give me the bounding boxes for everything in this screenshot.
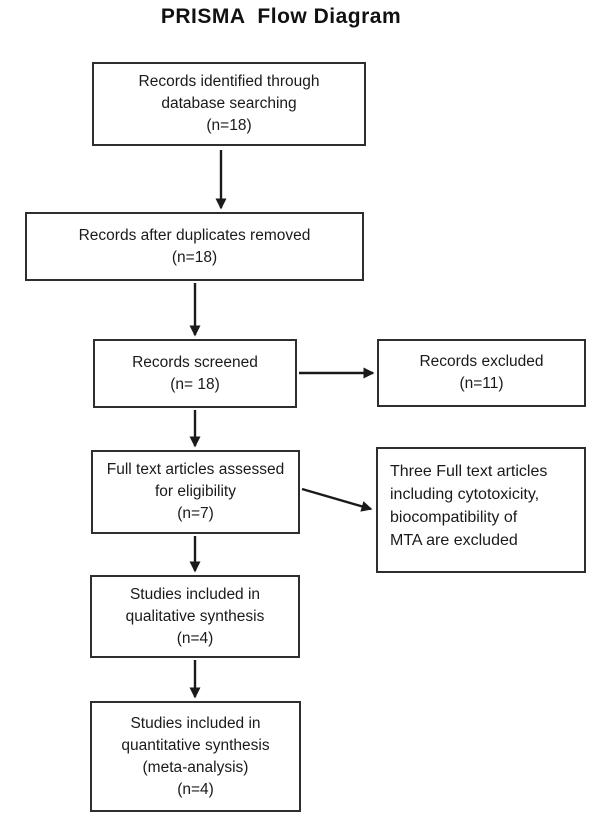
box-line: (n=18)	[171, 248, 218, 266]
box-line: Three Full text articles	[390, 463, 548, 480]
box-line: (n=18)	[206, 117, 252, 134]
box-line: quantitative synthesis	[121, 736, 270, 754]
box-line: Records identified through	[138, 73, 320, 90]
box-line: Records excluded	[419, 353, 544, 370]
box-records-excluded: Records excluded (n=11)	[377, 339, 586, 407]
box-line: (n=4)	[176, 629, 214, 647]
diagram-title: PRISMA Flow Diagram	[160, 5, 402, 28]
box-line: Full text articles assessed	[106, 461, 285, 478]
box-line: Records after duplicates removed	[78, 226, 311, 244]
box-line: (n=11)	[459, 375, 504, 392]
box-qualitative-synthesis: Studies included in qualitative synthesi…	[90, 575, 300, 658]
box-line: qualitative synthesis	[125, 607, 265, 625]
box-line: Studies included in	[129, 585, 261, 603]
box-line: Records screened	[132, 353, 258, 371]
box-line: for eligibility	[155, 483, 236, 500]
box-line: biocompatibility of	[390, 509, 518, 526]
arrow-fulltext-to-fulltext-excluded	[301, 487, 373, 512]
box-line: MTA are excluded	[390, 532, 518, 549]
box-duplicates-removed: Records after duplicates removed (n=18)	[25, 212, 364, 281]
box-line: (n=7)	[177, 505, 214, 522]
box-fulltext-assessed: Full text articles assessed for eligibil…	[91, 450, 300, 534]
box-quantitative-synthesis: Studies included in quantitative synthes…	[90, 701, 301, 812]
box-line: (n=4)	[177, 780, 214, 798]
box-line: database searching	[161, 95, 297, 112]
box-fulltext-excluded: Three Full text articles including cytot…	[376, 447, 586, 573]
box-line: (n= 18)	[170, 375, 220, 393]
box-line: Studies included in	[130, 714, 261, 732]
box-line: (meta-analysis)	[142, 758, 249, 776]
box-records-screened: Records screened (n= 18)	[93, 339, 297, 408]
box-records-identified: Records identified through database sear…	[92, 62, 366, 146]
box-line: including cytotoxicity,	[390, 486, 540, 503]
